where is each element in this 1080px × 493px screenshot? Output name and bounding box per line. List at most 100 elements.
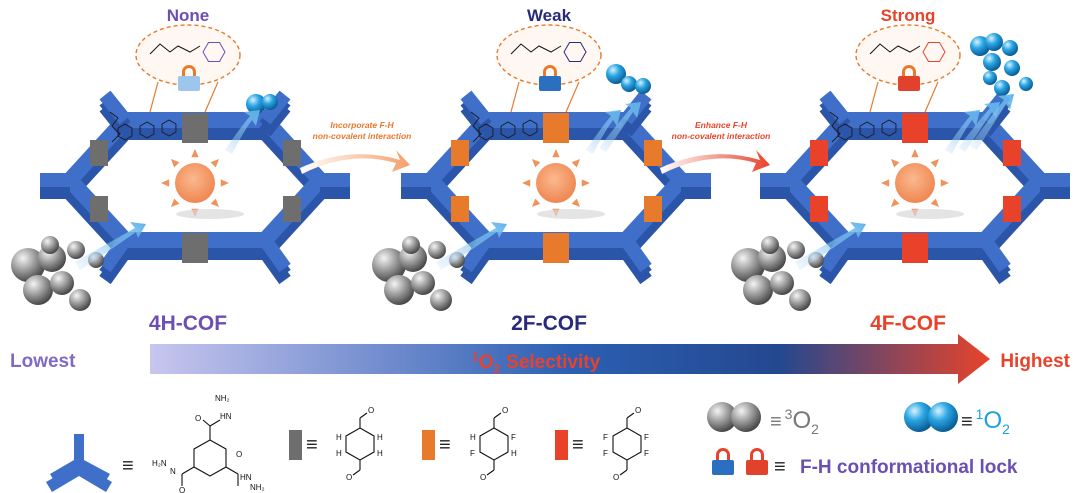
oxygen-outflow-arrow-3 (970, 94, 1014, 150)
sun-ray-0 (220, 179, 229, 187)
arrow2-line2: non-covalent interaction (672, 131, 771, 141)
framework-arm-4-0 (819, 235, 851, 273)
lock-body (898, 76, 920, 91)
sun-ray-0 (581, 179, 590, 187)
red-linker-legend (555, 430, 568, 460)
triplet-o2-molecule-3 (770, 271, 794, 295)
singlet-sup: 1 (976, 406, 984, 422)
cof-label-4h: 4H-COF (149, 312, 227, 335)
lock-legend-red (746, 448, 768, 475)
hydrazide-n-left: N (170, 467, 176, 476)
molecule-ring-1 (859, 121, 875, 139)
lock-shackle (182, 65, 196, 77)
oxygen-outflow-arrow (945, 110, 980, 154)
linker-block-5 (644, 196, 662, 222)
hydrazide-nh2-top: NH₂ (215, 394, 230, 403)
tf-f3: F (603, 449, 608, 458)
sun-ray-6 (191, 149, 199, 158)
sun-shadow (176, 209, 244, 219)
oxygen-outflow-arrow (225, 110, 260, 154)
lens-line-left (149, 81, 159, 113)
singlet-o2-molecule-0 (970, 36, 990, 56)
tf-o2: O (613, 473, 619, 482)
difluoro-structure (479, 412, 509, 476)
singlet-o2-molecule-0 (246, 94, 266, 114)
panel-4h (11, 24, 350, 311)
panel-4f (731, 24, 1070, 311)
sun-ray-1 (571, 198, 581, 208)
singlet-o2-molecule-2 (1002, 40, 1018, 56)
gray-linker-legend (289, 430, 302, 460)
framework-arm-4-0 (99, 235, 131, 273)
framework-molecule (470, 111, 538, 143)
lens-ring (922, 41, 946, 63)
hydrazide-o-right: O (236, 450, 242, 459)
oxygen-outflow-arrow-2 (958, 102, 1000, 152)
molecule-ring-1 (500, 121, 516, 139)
sun-ray-1 (930, 198, 940, 208)
interaction-label-none: None (167, 6, 210, 25)
triplet-o2-molecule-4 (789, 289, 811, 311)
panel-2f (372, 24, 711, 311)
lock-legend-blue (712, 448, 734, 475)
oxygen-inflow-arrow (75, 222, 146, 270)
tpa-h4: H (377, 449, 383, 458)
lens-chain (869, 43, 921, 55)
molecule-ring-2 (161, 119, 177, 137)
triplet-o2-molecule-4 (69, 289, 91, 311)
singlet-o2-molecule-1 (621, 76, 637, 92)
oxygen-inflow-arrow (795, 222, 866, 270)
sun-ray-3 (531, 198, 541, 208)
sun-icon (895, 163, 935, 203)
molecule-ring-1 (139, 121, 155, 139)
sun-shadow (896, 209, 964, 219)
linker-block-4 (451, 196, 469, 222)
sun-ray-7 (571, 158, 581, 168)
triplet-o2-molecule-0 (11, 248, 45, 282)
tf-f2: F (644, 433, 649, 442)
linker-block-0 (902, 113, 928, 143)
singlet-o2-molecule-4 (1004, 60, 1020, 76)
lock-body (539, 76, 561, 91)
sun-ray-3 (170, 198, 180, 208)
lens-ring (202, 41, 226, 63)
sun-ray-3 (890, 198, 900, 208)
linker-block-1 (182, 233, 208, 263)
triplet-o2-molecule-5 (41, 236, 59, 254)
hydrazide-hn-right: HN (240, 473, 252, 482)
singlet-o: O (983, 407, 1002, 434)
singlet-o2-molecule-3 (983, 53, 1001, 71)
lens-line-left (510, 81, 520, 113)
triplet-o2-molecule-5 (402, 236, 420, 254)
molecule-ring-2 (881, 119, 897, 137)
sun-ray-4 (161, 179, 170, 187)
triplet-o2-molecule-6 (67, 241, 85, 259)
lock-legend-label: F-H conformational lock (800, 457, 1018, 478)
singlet-o2-molecule-1 (985, 33, 1003, 51)
conformational-lock-icon (898, 65, 920, 91)
conformational-lock-icon (178, 65, 200, 91)
tf-o1: O (635, 406, 641, 415)
sun-ray-1 (210, 198, 220, 208)
triplet-o2-molecule-2 (23, 275, 53, 305)
lens-structure (149, 41, 226, 63)
linker-block-5 (283, 196, 301, 222)
singlet-o2-molecule-2 (635, 78, 651, 94)
transition-arrow-1: Incorporate F-H non-covalent interaction (300, 120, 411, 174)
tpa-h3: H (336, 449, 342, 458)
framework-arm-5-0 (259, 235, 291, 273)
linker-block-2 (810, 140, 828, 166)
linker-block-2 (90, 140, 108, 166)
triplet-o2-ball-1 (707, 402, 737, 432)
lens-line-left (869, 81, 879, 113)
singlet-sub: 2 (1002, 421, 1010, 437)
singlet-o2-molecule-5 (994, 80, 1010, 96)
df-h1: H (470, 433, 476, 442)
sun-ray-5 (170, 158, 180, 168)
linker-block-0 (543, 113, 569, 143)
transition-arrow-2: Enhance F-H non-covalent interaction (660, 120, 770, 174)
linker-block-3 (283, 140, 301, 166)
triplet-o2-molecule-3 (411, 271, 435, 295)
